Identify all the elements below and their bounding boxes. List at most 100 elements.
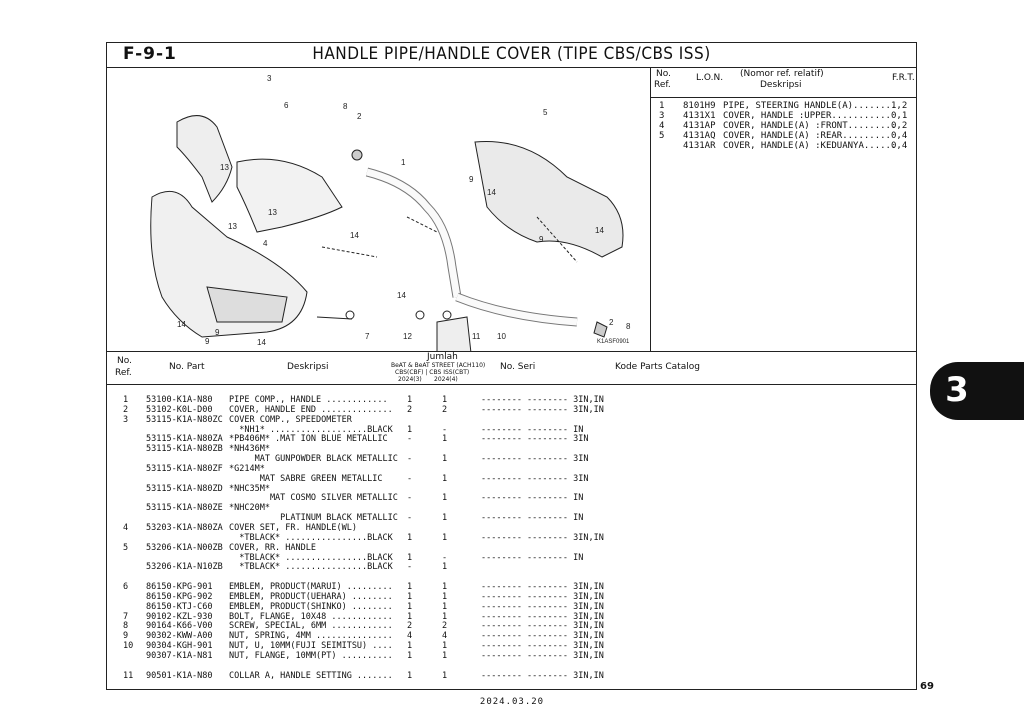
cell-no: 7 xyxy=(123,611,129,622)
cell-q1: - xyxy=(407,562,413,573)
table-row: MAT COSMO SILVER METALLIC-1-------- ----… xyxy=(117,493,907,503)
cell-part: 53102-K0L-D00 xyxy=(146,404,213,415)
table-row: 53206-K1A-N10ZB *TBLACK* ...............… xyxy=(117,562,907,572)
callout-14: 14 xyxy=(595,226,604,235)
cell-no: 6 xyxy=(123,582,129,593)
table-row xyxy=(117,661,907,671)
cell-part: 53115-K1A-N80ZA xyxy=(146,434,223,445)
cell-desc: COLLAR A, HANDLE SETTING ....... xyxy=(229,670,393,681)
cell-q2: 1 xyxy=(442,611,448,622)
cell-desc: *NHC35M* xyxy=(229,483,270,494)
cell-part: 53206-K1A-N00ZB xyxy=(146,542,223,553)
cell-q1: 1 xyxy=(407,582,413,593)
cell-desc: COVER, RR. HANDLE xyxy=(229,542,316,553)
cell-seri: -------- -------- IN xyxy=(481,424,584,435)
cell-part: 53115-K1A-N80ZC xyxy=(146,414,223,425)
cell-part: 90307-K1A-N81 xyxy=(146,650,213,661)
cell-q2: 1 xyxy=(442,601,448,612)
kp-deskripsi: Deskripsi xyxy=(760,80,802,90)
section-tab-number: 3 xyxy=(945,370,969,410)
cell-q1: 2 xyxy=(407,621,413,632)
callout-4: 4 xyxy=(263,239,268,248)
figure-header: F-9-1 HANDLE PIPE/HANDLE COVER (TIPE CBS… xyxy=(107,43,916,68)
cell-part: 53115-K1A-N80ZE xyxy=(146,503,223,514)
cell-q2: 1 xyxy=(442,395,448,405)
callout-7: 7 xyxy=(365,332,370,341)
cell-part: 53203-K1A-N80ZA xyxy=(146,522,223,533)
th-desc: Deskripsi xyxy=(287,362,329,372)
cell-desc: *TBLACK* ................BLACK xyxy=(229,552,393,563)
cell-q2: 1 xyxy=(442,532,448,543)
cell-q1: - xyxy=(407,493,413,504)
cell-desc: MAT GUNPOWDER BLACK METALLIC xyxy=(229,454,398,465)
cell-part: 86150-KTJ-C60 xyxy=(146,601,213,612)
cell-seri: -------- -------- 3IN xyxy=(481,434,589,445)
cell-q1: 1 xyxy=(407,532,413,543)
cell-no: 2 xyxy=(123,404,129,415)
cell-seri: -------- -------- 3IN,IN xyxy=(481,404,604,415)
cell-q2: 1 xyxy=(442,562,448,573)
callout-12: 12 xyxy=(403,332,412,341)
cell-q2: 1 xyxy=(442,641,448,652)
cell-desc: *NH1* ...................BLACK xyxy=(229,424,393,435)
th-kode: Kode Parts Catalog xyxy=(615,362,700,372)
cell-part: 90102-KZL-930 xyxy=(146,611,213,622)
cell-seri: -------- -------- 3IN,IN xyxy=(481,670,604,681)
cell-desc: *TBLACK* ................BLACK xyxy=(229,532,393,543)
kp-no: No. xyxy=(656,69,671,79)
callout-9: 9 xyxy=(205,337,210,346)
cell-seri: -------- -------- 3IN,IN xyxy=(481,650,604,661)
table-row: 53115-K1A-N80ZD*NHC35M* xyxy=(117,484,907,494)
cell-q2: 1 xyxy=(442,582,448,593)
cell-part: 86150-KPG-902 xyxy=(146,591,213,602)
table-row: 53115-K1A-N80ZF*G214M* xyxy=(117,464,907,474)
cell-q1: - xyxy=(407,473,413,484)
callout-6: 6 xyxy=(284,101,289,110)
cell-q2: 2 xyxy=(442,621,448,632)
kp-lon: L.O.N. xyxy=(696,73,724,83)
cell-q1: 2 xyxy=(407,404,413,415)
callout-13: 13 xyxy=(228,222,237,231)
table-row: MAT GUNPOWDER BLACK METALLIC-1-------- -… xyxy=(117,454,907,464)
cell-part: 53100-K1A-N80 xyxy=(146,395,213,405)
cell-q2: 1 xyxy=(442,513,448,524)
parts-illustration: 3 6 8 2 5 1 13 13 13 4 14 9 14 9 14 14 1… xyxy=(115,74,631,372)
cell-desc: EMBLEM, PRODUCT(UEHARA) ........ xyxy=(229,591,393,602)
callout-2: 2 xyxy=(357,112,362,121)
cell-part: 53115-K1A-N80ZB xyxy=(146,444,223,455)
cell-desc: *NH436M* xyxy=(229,444,270,455)
table-row: 7 90102-KZL-930 BOLT, FLANGE, 10X48 ......… xyxy=(117,612,907,622)
cell-q1: - xyxy=(407,513,413,524)
cell-no: 10 xyxy=(123,641,134,652)
cell-desc: BOLT, FLANGE, 10X48 ............ xyxy=(229,611,393,622)
callout-9: 9 xyxy=(469,175,474,184)
cell-desc: COVER, HANDLE END .............. xyxy=(229,404,393,415)
cell-seri: -------- -------- 3IN,IN xyxy=(481,631,604,642)
callout-9: 9 xyxy=(215,328,220,337)
cell-desc: PIPE COMP., HANDLE ............ xyxy=(229,395,388,405)
kp-nomor: (Nomor ref. relatif) xyxy=(740,69,824,79)
th-model2: CBS(CBF) | CBS ISS(CBT) xyxy=(395,369,470,376)
cell-q2: 4 xyxy=(442,631,448,642)
callout-14: 14 xyxy=(177,320,186,329)
parts-table-header: No. Ref. No. Part Deskripsi Jumlah BeAT … xyxy=(107,351,916,385)
callout-13: 13 xyxy=(220,163,229,172)
cell-seri: -------- -------- 3IN,IN xyxy=(481,582,604,593)
cell-q1: 4 xyxy=(407,631,413,642)
cell-desc: COVER COMP., SPEEDOMETER xyxy=(229,414,352,425)
cell-desc: SCREW, SPECIAL, 6MM ............ xyxy=(229,621,393,632)
callout-9: 9 xyxy=(539,235,544,244)
cell-q2: 1 xyxy=(442,473,448,484)
